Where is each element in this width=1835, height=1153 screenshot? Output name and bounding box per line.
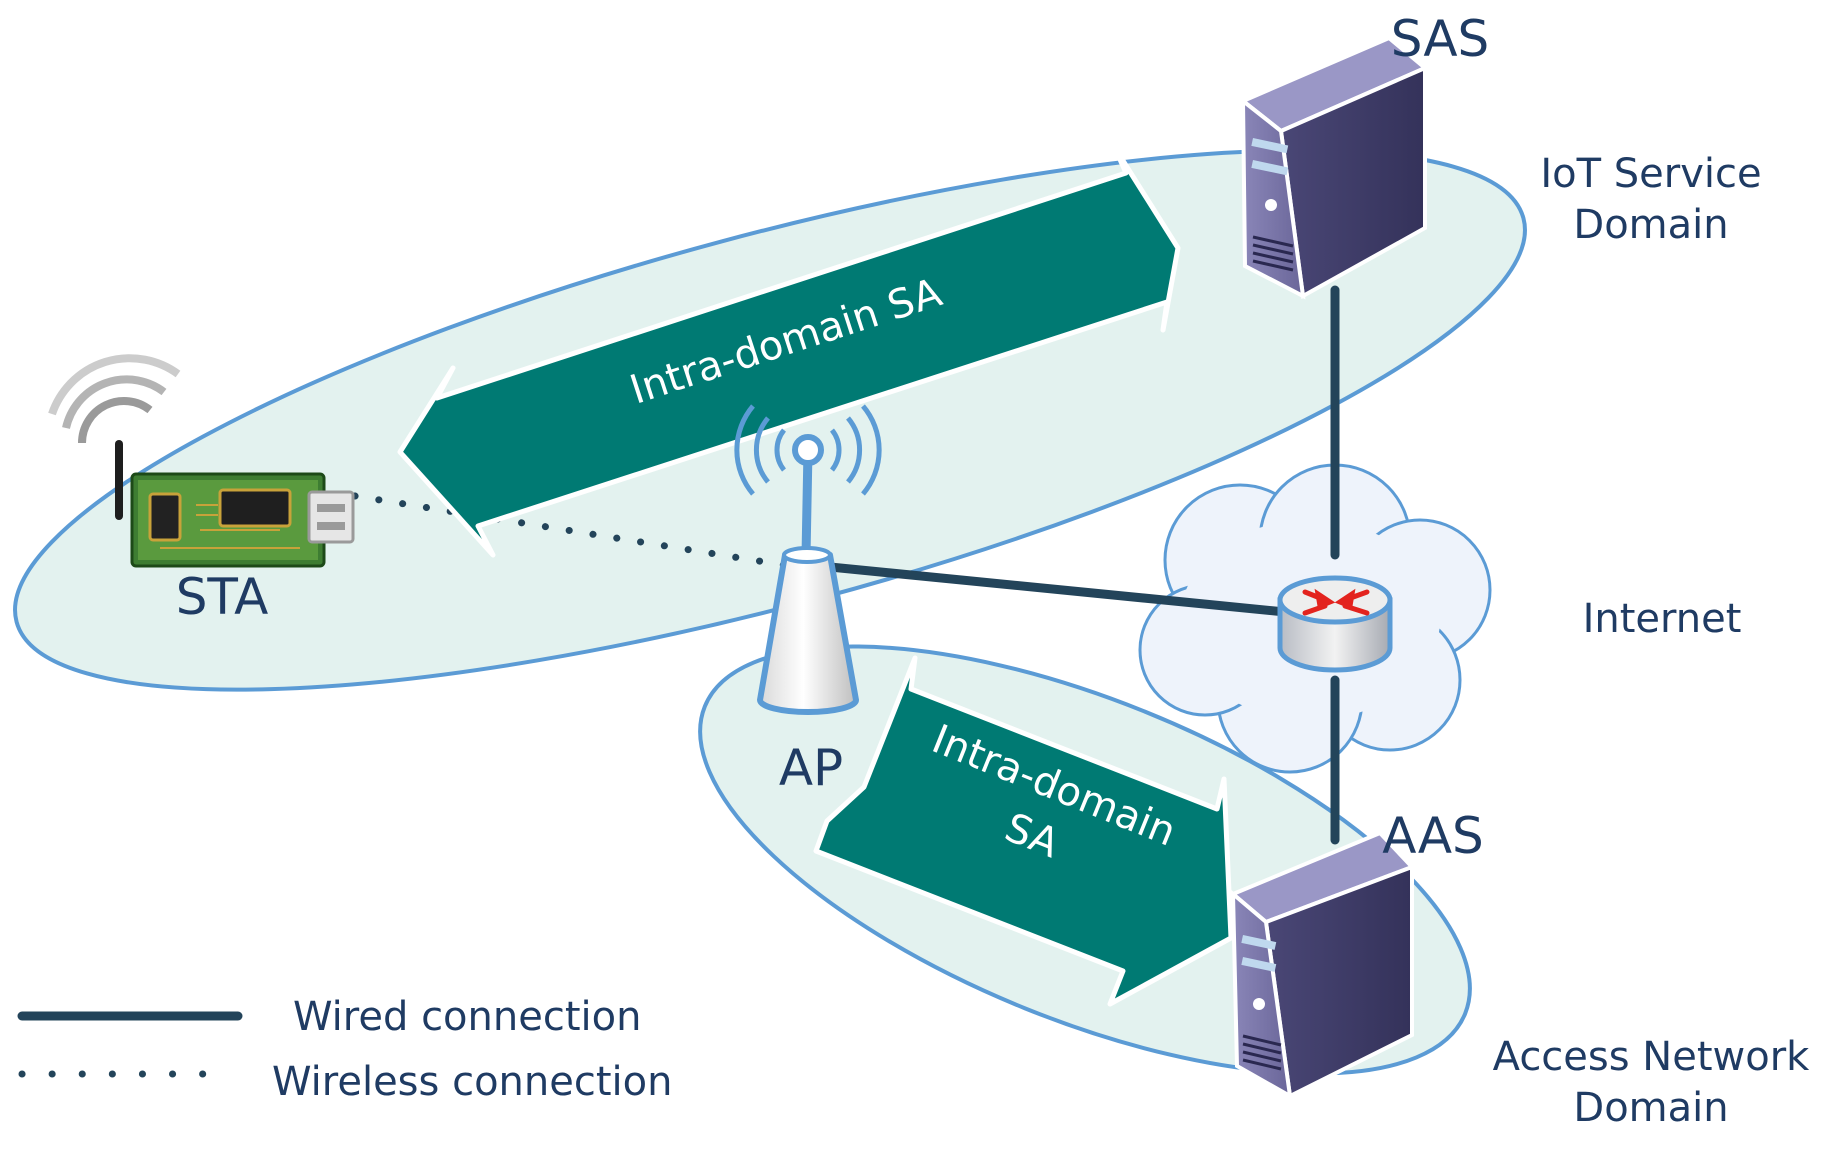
sta-device-icon (48, 354, 355, 568)
legend: Wired connection Wireless connection (17, 994, 672, 1105)
intra-domain-sa-arrow-lower (813, 655, 1234, 1007)
sta-label: STA (176, 568, 269, 626)
sas-label: SAS (1391, 10, 1490, 68)
access-domain-label-line2: Domain (1573, 1085, 1728, 1131)
ap-label: AP (779, 739, 843, 797)
router-icon (1277, 575, 1393, 673)
sas-server-icon (1239, 35, 1429, 300)
iot-domain-label-line1: IoT Service (1540, 151, 1761, 197)
aas-server-icon (1229, 830, 1416, 1100)
access-domain-label-line1: Access Network (1493, 1034, 1810, 1080)
iot-domain-label-line2: Domain (1573, 202, 1728, 248)
internet-label: Internet (1583, 596, 1742, 642)
legend-wired-label: Wired connection (293, 994, 641, 1040)
wireless-link (351, 492, 794, 570)
access-point-icon (734, 404, 882, 715)
intra-domain-sa-arrow-upper (397, 145, 1181, 558)
aas-label: AAS (1382, 807, 1484, 865)
legend-wireless-label: Wireless connection (272, 1059, 672, 1105)
wired-links (815, 285, 1340, 845)
